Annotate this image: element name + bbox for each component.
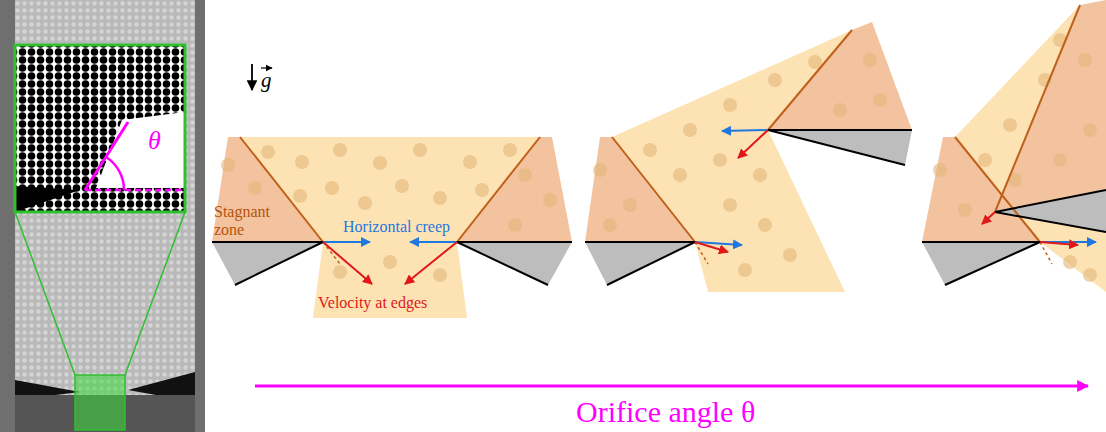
panel-small-angle [212, 137, 572, 318]
axis-label: Orifice angle θ [576, 394, 755, 429]
zone-label: Stagnant zone [214, 203, 280, 239]
panel-large-angle [922, 0, 1106, 292]
gravity-arrow [251, 64, 253, 90]
creep-label: Horizontal creep [343, 218, 450, 236]
angle-symbol: θ [146, 126, 163, 156]
velocity-label: Velocity at edges [318, 294, 427, 312]
gravity-symbol: g [261, 68, 272, 92]
panel-medium-angle [585, 22, 912, 292]
photo-panel [0, 0, 205, 432]
angle-axis-arrow [255, 385, 1088, 388]
